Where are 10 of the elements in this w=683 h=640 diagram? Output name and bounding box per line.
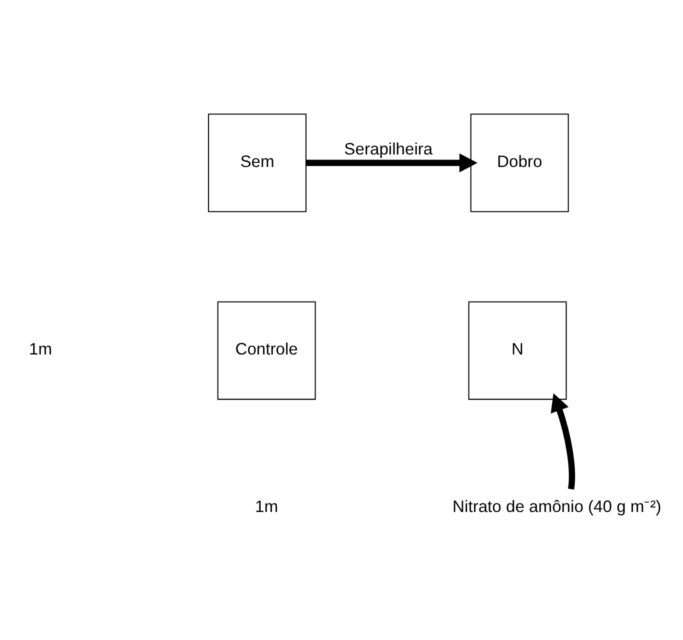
label: 1m — [255, 496, 278, 516]
node-box: Controle — [217, 300, 316, 400]
node-box: Dobro — [470, 113, 569, 212]
edge-label: Serapilheira — [344, 138, 433, 158]
arrow — [550, 392, 576, 490]
node-text: Nitrato de amônio (40 g m⁻²) — [452, 496, 662, 516]
node-box: Sem — [208, 113, 306, 212]
arrow — [306, 152, 478, 172]
label: 1m — [29, 339, 52, 358]
node-box: N — [468, 300, 567, 400]
